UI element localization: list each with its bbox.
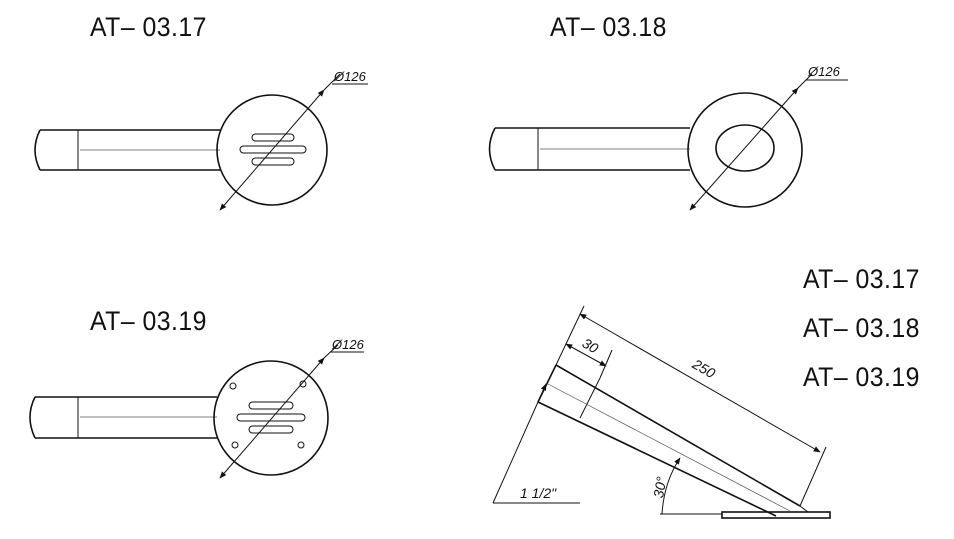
diameter-leader-b (797, 73, 813, 89)
diameter-line-c (219, 357, 325, 479)
bolt-hole-c-3 (231, 441, 239, 449)
pipe-edge-top (555, 364, 801, 507)
diameter-text-a: Ø126 (333, 69, 367, 84)
diameter-line-a (219, 89, 325, 211)
dim-text-250: 250 (689, 355, 718, 381)
pipe-size-text: 1 1/2" (520, 485, 557, 501)
diameter-text-c: Ø126 (331, 337, 365, 352)
centerline-side (547, 383, 791, 512)
bolt-hole-c-1 (229, 382, 237, 390)
pipe-body-b (495, 127, 690, 171)
side-label-at-03-19: AT– 03.19 (803, 362, 920, 392)
pipe-edge-bottom (537, 401, 777, 517)
angle-arc (661, 457, 681, 515)
dim-text-30: 30 (580, 335, 602, 357)
base-plate (721, 511, 831, 519)
part-label-at-03-19: AT– 03.19 (90, 306, 207, 336)
side-label-at-03-17: AT– 03.17 (803, 264, 920, 294)
pipe-body-a (40, 129, 220, 171)
part-at-03-19-drawing: Ø126 (29, 337, 365, 479)
slot-a-1 (251, 133, 295, 142)
pipe-foot-edge (799, 505, 809, 513)
disc-c (213, 360, 329, 476)
diameter-leader-a (323, 73, 341, 91)
pipe-body-c (35, 396, 217, 439)
ring-outer-b (687, 92, 803, 208)
ext-line-start (555, 305, 585, 366)
slot-c-3 (248, 425, 294, 434)
side-view-drawing: 250 30 30° 1 1/2" (492, 305, 831, 519)
slot-a-3 (251, 157, 295, 166)
part-at-03-18-drawing: Ø126 (488, 64, 848, 211)
slot-c-1 (248, 401, 294, 410)
dim-line-250 (579, 313, 821, 453)
diameter-line-b (689, 87, 799, 211)
dim-line-30 (565, 343, 607, 367)
diameter-text-b: Ø126 (807, 64, 841, 79)
pipe-end-a (34, 129, 41, 171)
pipe-end-b (488, 127, 496, 171)
angle-text: 30° (650, 475, 670, 499)
pipe-end-c (29, 396, 36, 439)
pipe-size-leader (492, 383, 547, 504)
part-label-at-03-18: AT– 03.18 (550, 12, 667, 42)
part-at-03-17-drawing: Ø126 (34, 69, 368, 211)
side-label-at-03-18: AT– 03.18 (803, 313, 920, 343)
ext-line-end (799, 446, 827, 507)
part-label-at-03-17: AT– 03.17 (90, 12, 207, 42)
bolt-hole-c-4 (297, 441, 305, 449)
slot-c-2 (236, 413, 306, 422)
